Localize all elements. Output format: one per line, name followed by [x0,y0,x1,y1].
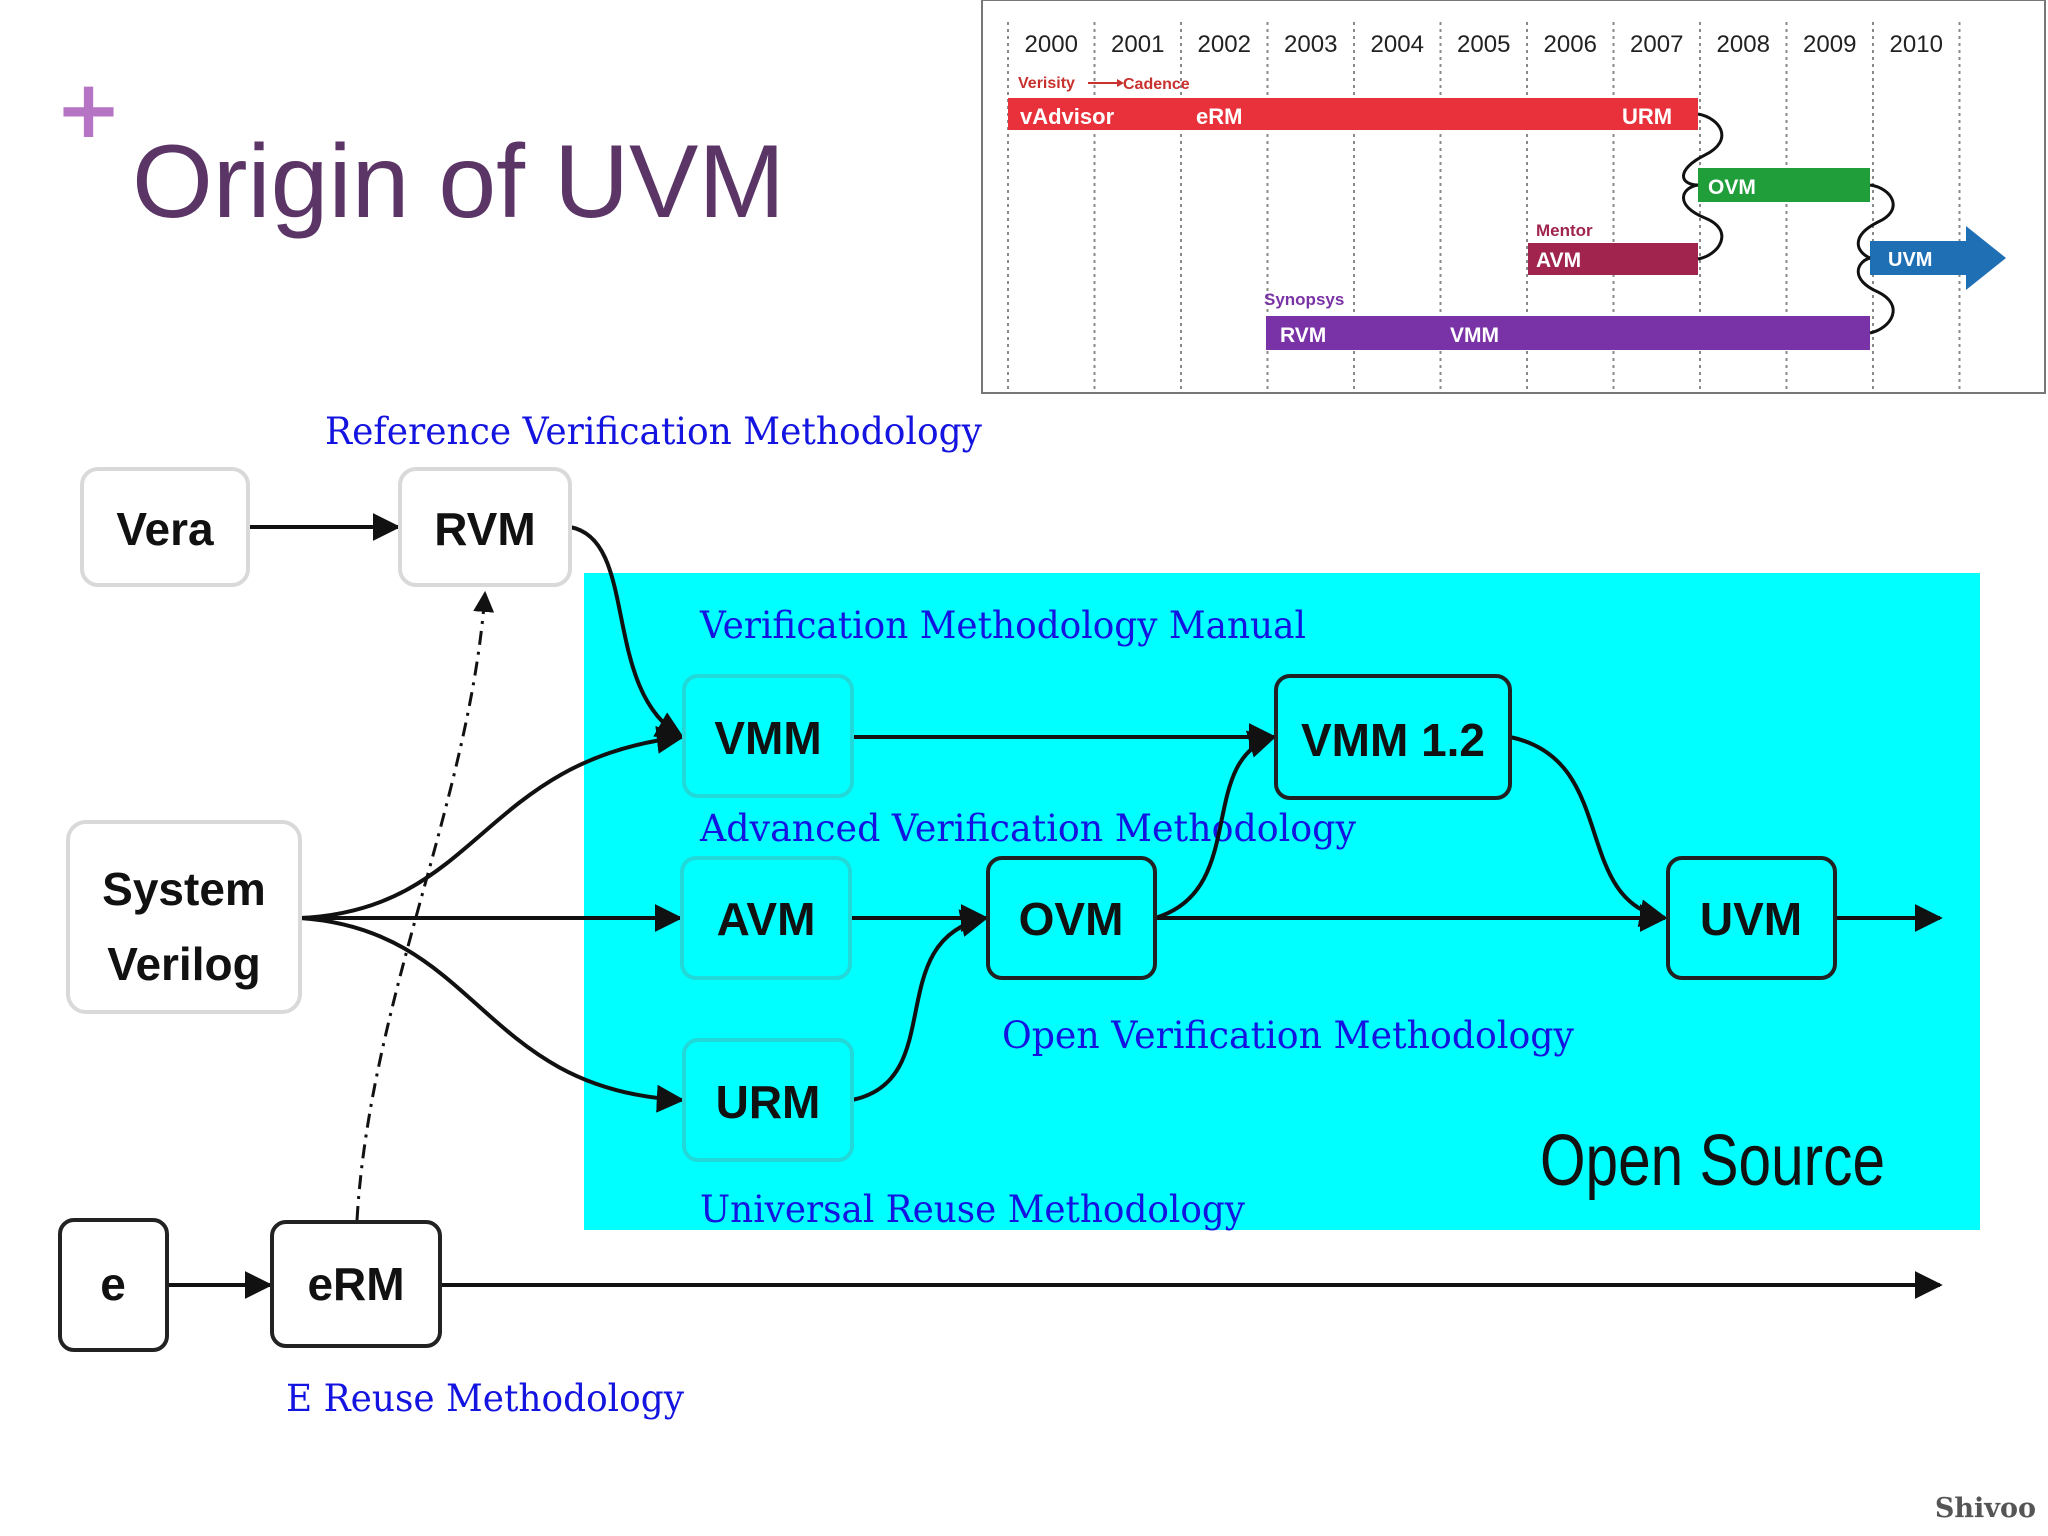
timeline-year-label: 2006 [1544,31,1597,58]
author-credit: Shivoo [1934,1493,2036,1524]
timeline-year-label: 2004 [1371,31,1424,58]
ovm-bar-label: OVM [1708,176,1756,199]
erm-bar-label: eRM [1196,104,1242,129]
annotations: Reference Verification Methodology Verif… [286,410,1574,1420]
verisity-label: Verisity [1018,75,1075,92]
node-system-verilog-box [66,820,302,1014]
timeline-gridlines [1007,22,1961,390]
vadvisor-label: vAdvisor [1020,104,1115,129]
rvm-annotation: Reference Verification Methodology [325,410,982,453]
edge-vmm12-uvm [1509,735,1668,928]
ovm-annotation: Open Verification Methodology [1002,1014,1574,1057]
node-rvm-box [398,467,572,587]
cadence-label: Cadence [1123,76,1190,93]
mentor-label: Mentor [1536,221,1593,240]
verisity-cadence-arrowhead [1117,79,1124,87]
slide-title: Origin of UVM [132,124,786,240]
edge-rvm-vmm [569,525,685,739]
node-system-verilog-label-1: System [102,863,266,915]
timeline-chart: 2000 2001 2002 2003 2004 2005 2006 2007 2008 2009… [981,0,2046,394]
node-vera-label: Vera [116,503,214,555]
node-vmm-label: VMM [714,712,821,764]
node-ovm-box [986,856,1157,980]
timeline-year-label: 2008 [1717,31,1770,58]
connectors [167,513,1943,1299]
edge-urm-ovm [851,909,989,1102]
node-rvm-label: RVM [434,503,535,555]
node-e-label: e [100,1258,126,1310]
cadence-bar [1008,98,1698,130]
edge-sv-urm [299,916,685,1113]
node-erm-box [270,1220,442,1348]
rvm-bar-label: RVM [1280,324,1326,347]
merge-connector-ovm-uvm [1856,183,1895,260]
edge-sv-vmm [299,725,685,920]
timeline-year-labels: 2000 2001 2002 2003 2004 2005 2006 2007 2008 2009… [1025,31,1943,58]
timeline-year-label: 2002 [1198,31,1251,58]
node-uvm-box [1666,856,1837,980]
merge-connector-avm-ovm [1682,183,1724,261]
node-erm-label: eRM [307,1258,404,1310]
open-source-label: Open Source [1540,1121,1885,1201]
node-vmm12-label: VMM 1.2 [1301,714,1485,766]
vmm-annotation: Verification Methodology Manual [699,604,1306,647]
node-urm-label: URM [716,1076,821,1128]
timeline-year-label: 2003 [1284,31,1337,58]
urm-bar-label: URM [1622,104,1672,129]
node-vmm12-box [1274,674,1512,800]
nodes: Vera RVM System Verilog e eRM VMM VMM 1.… [58,467,1837,1352]
node-vera-box [80,467,250,587]
uvm-bar-label: UVM [1888,249,1932,271]
timeline-year-label: 2005 [1457,31,1510,58]
node-uvm-label: UVM [1700,893,1802,945]
vmm-bar-label: VMM [1450,324,1499,347]
node-ovm-label: OVM [1019,893,1124,945]
urm-annotation: Universal Reuse Methodology [700,1188,1245,1231]
node-avm-label: AVM [717,893,816,945]
erm-annotation: E Reuse Methodology [286,1377,684,1420]
synopsys-bar [1266,316,1870,350]
avm-bar [1528,243,1698,275]
uvm-arrow-bar [1870,226,2006,290]
timeline-year-label: 2009 [1803,31,1856,58]
plus-mark: + [55,63,123,156]
avm-annotation: Advanced Verification Methodology [699,807,1356,850]
node-urm-box [682,1038,854,1162]
timeline-year-label: 2001 [1111,31,1164,58]
timeline-year-label: 2000 [1025,31,1078,58]
edge-ovm-vmm12 [1154,730,1277,920]
avm-bar-label: AVM [1536,249,1581,272]
ovm-bar [1698,168,1870,202]
merge-connector-vmm-uvm [1856,256,1895,335]
edge-erm-rvm [355,590,495,1221]
node-avm-box [680,856,852,980]
merge-connector-urm-ovm [1682,112,1724,187]
node-system-verilog-label-2: Verilog [107,938,260,990]
timeline-year-label: 2010 [1890,31,1943,58]
synopsys-label: Synopsys [1264,290,1344,309]
timeline-year-label: 2007 [1630,31,1683,58]
node-vmm-box [682,674,854,798]
node-e-box [58,1218,169,1352]
